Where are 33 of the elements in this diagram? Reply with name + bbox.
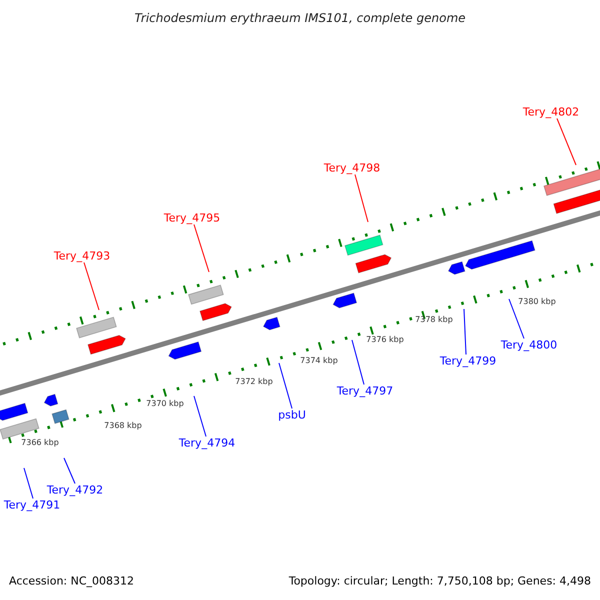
leader-line xyxy=(464,308,466,355)
tick-label: 7376 kbp xyxy=(366,336,404,344)
gene-label: Tery_4793 xyxy=(54,250,110,262)
leader-line xyxy=(508,298,524,339)
gene-label: Tery_4791 xyxy=(4,500,60,510)
gene-label: Tery_4792 xyxy=(46,484,104,496)
tick-label: 7368 kbp xyxy=(104,422,142,430)
tick-label: 7370 kbp xyxy=(146,400,184,408)
gene-label: Tery_4802 xyxy=(522,106,580,118)
tick-label: 7374 kbp xyxy=(300,357,338,365)
leader-line xyxy=(556,118,576,166)
gene-label: Tery_4799 xyxy=(440,356,496,366)
leader-line xyxy=(24,468,34,499)
tick-label: 7380 kbp xyxy=(518,298,556,306)
tick-label: 7372 kbp xyxy=(235,378,273,386)
title: Trichodesmium erythraeum IMS101, complete genome xyxy=(134,12,466,24)
gene-label: Tery_4797 xyxy=(336,386,394,396)
gene-label: Tery_4800 xyxy=(500,340,558,350)
leader-line xyxy=(194,224,210,272)
leader-line xyxy=(352,340,364,385)
leader-line xyxy=(64,458,76,484)
gene-label: Tery_4798 xyxy=(324,162,380,174)
leader-line xyxy=(194,396,206,437)
genome-summary-text: Topology: circular; Length: 7,750,108 bp; Genes: 4,498 xyxy=(288,576,591,586)
leader-line xyxy=(278,362,292,409)
gene-label: Tery_4795 xyxy=(164,212,220,224)
gene-label: Tery_4794 xyxy=(178,438,236,448)
gene-label: psbU xyxy=(278,410,306,420)
accession-text: Accession: NC_008312 xyxy=(9,576,134,586)
leader-line xyxy=(354,174,368,222)
tick-label: 7378 kbp xyxy=(415,316,453,324)
tick-label: 7366 kbp xyxy=(21,439,59,447)
leader-line xyxy=(84,262,100,310)
